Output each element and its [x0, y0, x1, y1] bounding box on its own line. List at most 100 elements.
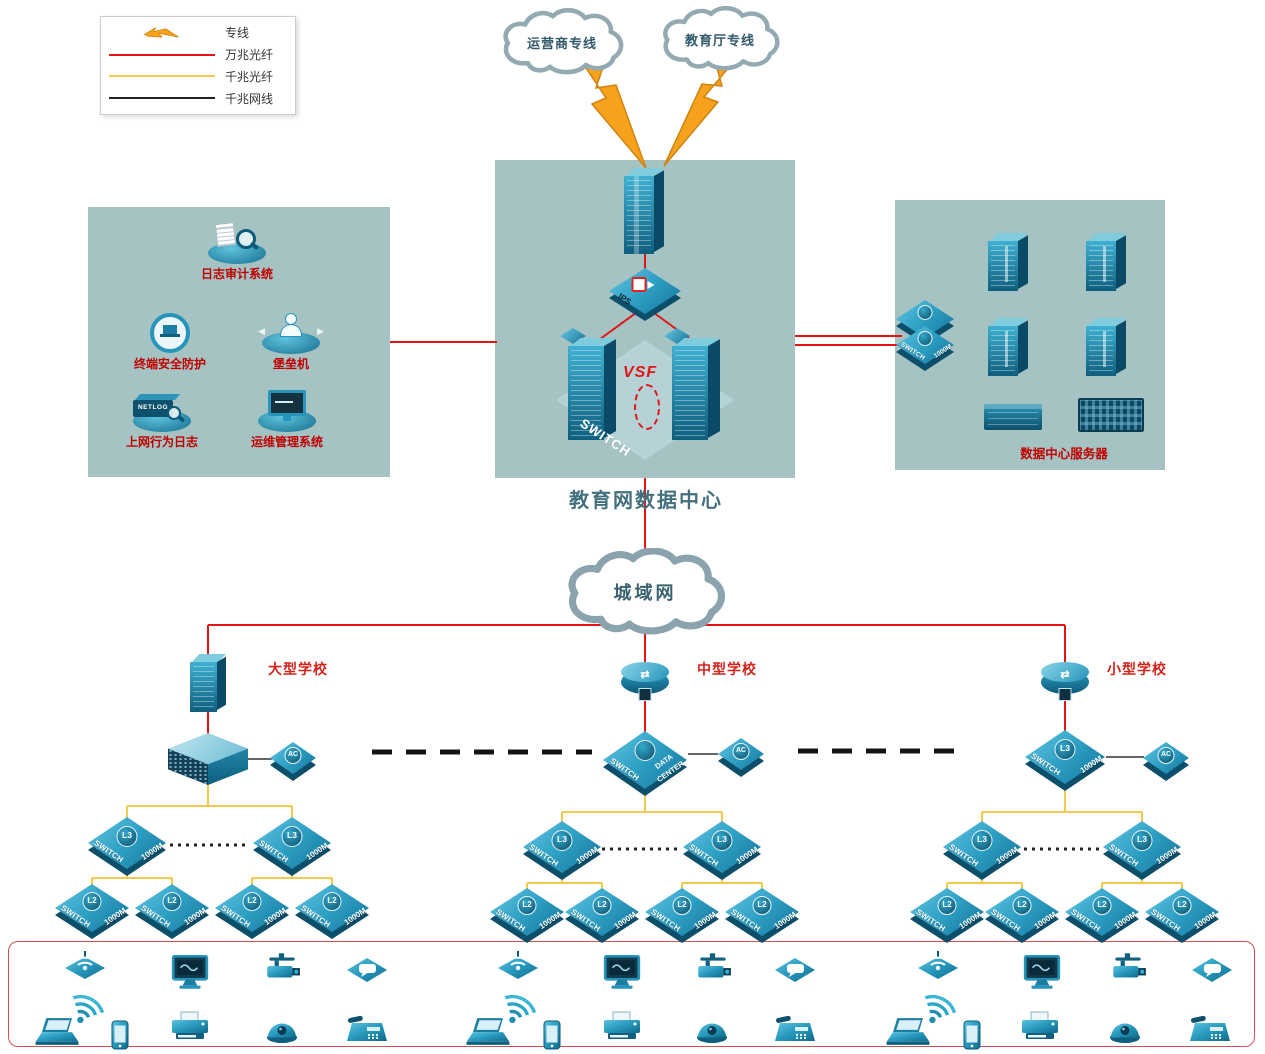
chassis-switch-icon: [1078, 398, 1144, 432]
cloud-icon: [503, 8, 624, 75]
dome-camera-icon: [694, 1014, 730, 1044]
desk-phone-icon: [773, 1014, 817, 1044]
l3-badge: L3: [551, 830, 573, 851]
l3-badge: L3: [1131, 830, 1153, 851]
router-arrows-icon: ⇄: [640, 669, 650, 681]
ac-badge: AC: [284, 747, 302, 764]
sec-item-ops-mgmt: 运维管理系统: [232, 390, 342, 450]
sec-item-label: 日志审计系统: [200, 267, 273, 281]
desktop-monitor-icon: [602, 955, 642, 991]
sec-item-label: 堡垒机: [272, 357, 309, 371]
ptz-camera-icon: [693, 953, 733, 981]
magnifier-icon: [167, 406, 181, 420]
legend-label: 千兆网线: [225, 91, 274, 106]
router-chip-icon: [638, 688, 652, 701]
sec-item-netlog: NETLOG 上网行为日志: [107, 390, 217, 450]
rack-server-icon: [1086, 233, 1126, 291]
datacenter-title: 教育网数据中心: [569, 490, 723, 512]
legend-label: 专线: [225, 26, 250, 41]
wireless-ap-icon: [496, 949, 540, 983]
l3-badge: L3: [116, 826, 138, 847]
desk-phone-icon: [345, 1014, 389, 1044]
monitor-icon: [268, 390, 306, 416]
ac-controller-icon: AC: [718, 738, 764, 777]
dome-camera-icon: [264, 1014, 300, 1044]
education-cloud: 教育厅专线: [645, 6, 795, 72]
l2-badge: L2: [1172, 896, 1192, 915]
education-cloud-label: 教育厅专线: [684, 32, 755, 48]
ac-badge: AC: [732, 743, 750, 760]
laptop-icon: [465, 1016, 511, 1046]
desktop-monitor-icon: [1022, 955, 1062, 991]
sec-item-terminal-protect: 终端安全防护: [115, 312, 225, 372]
router-arrows-icon: ⇄: [1060, 669, 1070, 681]
message-device-icon: [1190, 954, 1234, 986]
school-server-icon: [190, 654, 226, 712]
switch-badge: [917, 305, 933, 320]
l2-badge: L2: [322, 892, 342, 911]
man-cloud: 城域网: [538, 548, 752, 636]
printer-icon: [1019, 1011, 1061, 1041]
wireless-ap-icon: [916, 949, 960, 983]
school-label-medium: 中型学校: [697, 661, 757, 677]
l2-badge: L2: [242, 892, 262, 911]
laptop-icon: [34, 1016, 80, 1046]
red-line-sample: [109, 53, 215, 56]
legend-item-1g-fiber: 千兆光纤: [109, 68, 287, 85]
rack-server-icon: [1086, 318, 1126, 376]
smartphone-icon: [539, 1019, 565, 1051]
cloud-icon: [663, 6, 780, 71]
server-zone-title: 数据中心服务器: [1020, 447, 1108, 461]
datacenter-core-switch-icon: SWITCH DATA CENTER: [603, 731, 687, 796]
carrier-cloud-label: 运营商专线: [526, 35, 597, 51]
desktop-monitor-icon: [170, 955, 210, 991]
l2-badge: L2: [592, 896, 612, 915]
legend-item-1g-cable: 千兆网线: [109, 90, 287, 107]
black-line-sample: [109, 97, 215, 100]
vsf-ring-icon: [634, 384, 660, 430]
core-firewall-icon: [624, 168, 664, 254]
laptop-icon: [885, 1016, 931, 1046]
netlog-label: NETLOG: [137, 404, 169, 411]
netlog-box-icon: [133, 400, 173, 417]
message-device-icon: [773, 954, 817, 986]
wireless-ap-icon: [63, 949, 107, 983]
sec-item-label: 上网行为日志: [125, 435, 198, 449]
l2-badge: L2: [162, 892, 182, 911]
legend: 专线 万兆光纤 千兆光纤 千兆网线: [100, 16, 296, 115]
ac-controller-icon: AC: [270, 742, 316, 781]
sec-item-label: 终端安全防护: [133, 357, 206, 371]
sec-item-label: 运维管理系统: [250, 435, 323, 449]
ptz-camera-icon: [1108, 953, 1148, 981]
core-switch-server-icon: [664, 328, 720, 440]
school-label-small: 小型学校: [1107, 661, 1167, 677]
vsf-label: VSF: [623, 364, 658, 381]
school-firewall-icon: [168, 733, 248, 785]
l2-badge: L2: [1012, 896, 1032, 915]
legend-label: 千兆光纤: [225, 69, 274, 84]
ips-device-icon: IPS: [609, 268, 681, 321]
l2-badge: L2: [937, 896, 957, 915]
sec-item-bastion: ◀▶ 堡垒机: [236, 312, 346, 372]
dome-camera-icon: [1107, 1014, 1143, 1044]
ips-icon: [631, 277, 655, 292]
yellow-line-sample: [109, 75, 215, 78]
ac-badge: AC: [1157, 747, 1175, 764]
cloud-icon: [568, 548, 725, 635]
school-label-large: 大型学校: [268, 661, 328, 677]
l3-badge: L3: [1054, 739, 1076, 760]
